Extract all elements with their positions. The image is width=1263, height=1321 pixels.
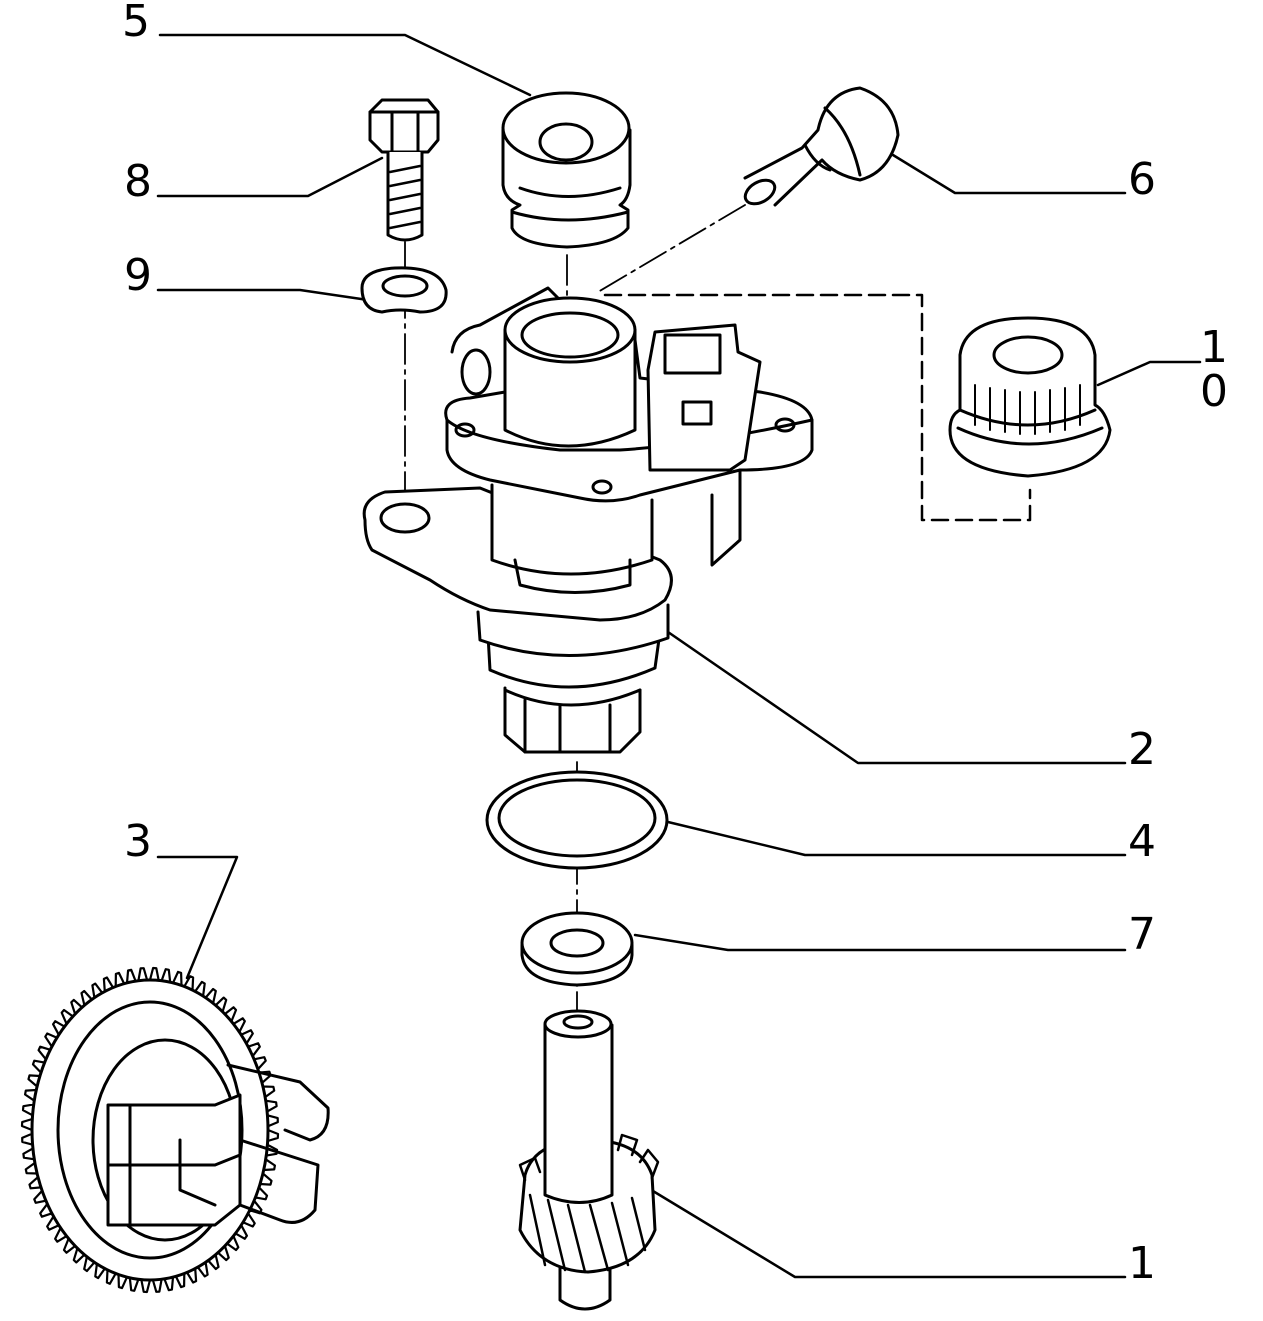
leader-line-1 [646, 1186, 1127, 1279]
washer-part-9 [360, 266, 448, 314]
gear-shaft-part-1 [518, 1009, 660, 1311]
cap-part-10 [948, 316, 1112, 478]
axis-pin [597, 204, 746, 293]
o-ring-part-4 [485, 770, 669, 870]
callout-3: 3 [124, 816, 154, 867]
callout-7: 7 [1128, 909, 1158, 960]
callout-2: 2 [1128, 724, 1158, 775]
leader-line-7 [633, 933, 1127, 952]
callout-10: 1 0 [1200, 322, 1230, 417]
leader-line-8 [156, 156, 384, 198]
leader-lines [156, 33, 1202, 1279]
leader-line-5 [158, 33, 532, 97]
sensor-body-part-2 [362, 286, 814, 754]
callout-8: 8 [124, 156, 154, 207]
leader-line-4 [666, 820, 1127, 857]
callout-1: 1 [1128, 1238, 1158, 1289]
leader-line-6 [891, 153, 1127, 195]
washer-part-7 [520, 911, 634, 987]
callout-9: 9 [124, 250, 154, 301]
drive-gear-part-3 [20, 966, 330, 1294]
leader-line-9 [156, 288, 370, 302]
callout-6: 6 [1128, 154, 1158, 205]
leader-line-3 [156, 855, 239, 980]
leader-line-2 [666, 630, 1127, 765]
alternative-bracket [603, 293, 1032, 522]
bolt-part-8 [368, 98, 440, 242]
callout-5: 5 [122, 0, 152, 47]
pin-part-6 [743, 86, 900, 207]
callout-4: 4 [1128, 816, 1158, 867]
bushing-part-5 [501, 91, 632, 249]
leader-line-10 [1096, 360, 1202, 387]
